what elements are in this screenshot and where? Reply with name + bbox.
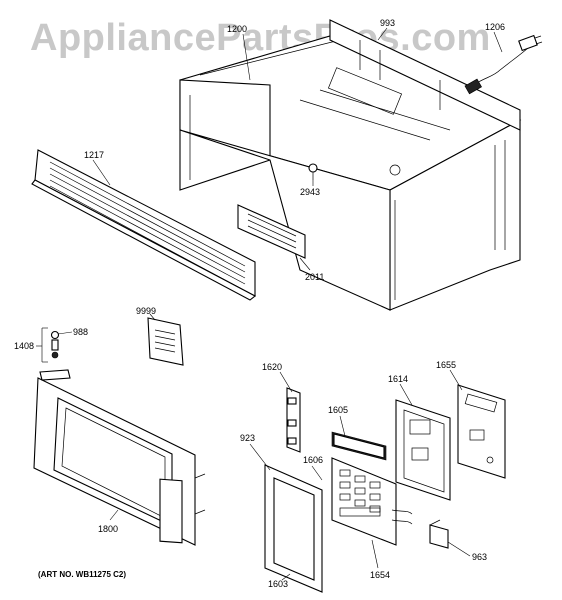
callout-9999: 9999 — [136, 306, 156, 316]
art-number-label: (ART NO. WB11275 C2) — [38, 570, 126, 579]
callout-1605: 1605 — [328, 405, 348, 415]
callout-923: 923 — [240, 433, 255, 443]
hinge-part[interactable] — [286, 387, 301, 453]
callout-1614: 1614 — [388, 374, 408, 384]
callout-1655: 1655 — [436, 360, 456, 370]
latch-spring-part[interactable] — [41, 327, 60, 363]
touch-keypad-part[interactable] — [331, 457, 413, 546]
callout-1603: 1603 — [268, 579, 288, 589]
callout-1800: 1800 — [98, 524, 118, 534]
callout-2011: 2011 — [305, 272, 324, 282]
manual-booklet-part[interactable] — [147, 317, 184, 366]
callout-2943: 2943 — [300, 187, 320, 197]
callout-1206: 1206 — [485, 22, 505, 32]
callout-1217: 1217 — [84, 150, 104, 160]
callout-993: 993 — [380, 18, 395, 28]
control-panel-frame-part[interactable] — [264, 464, 323, 593]
screw-part[interactable] — [308, 163, 318, 180]
callout-1654: 1654 — [370, 570, 390, 580]
callout-1606: 1606 — [303, 455, 323, 465]
display-window-part[interactable] — [331, 431, 387, 461]
leader-lines — [36, 27, 503, 581]
watermark-text: AppliancePartsPros.com — [30, 17, 491, 59]
door-assembly-part[interactable] — [33, 369, 206, 546]
callout-963: 963 — [472, 552, 487, 562]
callout-1408: 1408 — [14, 341, 34, 351]
power-cord-part[interactable] — [464, 34, 543, 95]
vent-bracket-part[interactable] — [237, 204, 306, 259]
control-board-part[interactable] — [395, 399, 451, 501]
callout-988: 988 — [73, 327, 88, 337]
callout-labels: 1200 993 1206 1217 2943 2011 9999 988 14… — [14, 18, 505, 589]
outer-case-part[interactable] — [179, 35, 522, 311]
callout-1200: 1200 — [227, 24, 247, 34]
callout-1620: 1620 — [262, 362, 282, 372]
vent-grille-part[interactable] — [31, 149, 256, 301]
circuit-board-part[interactable] — [457, 384, 506, 479]
mounting-bracket-part[interactable] — [429, 519, 449, 549]
back-plate-part[interactable] — [329, 19, 521, 131]
